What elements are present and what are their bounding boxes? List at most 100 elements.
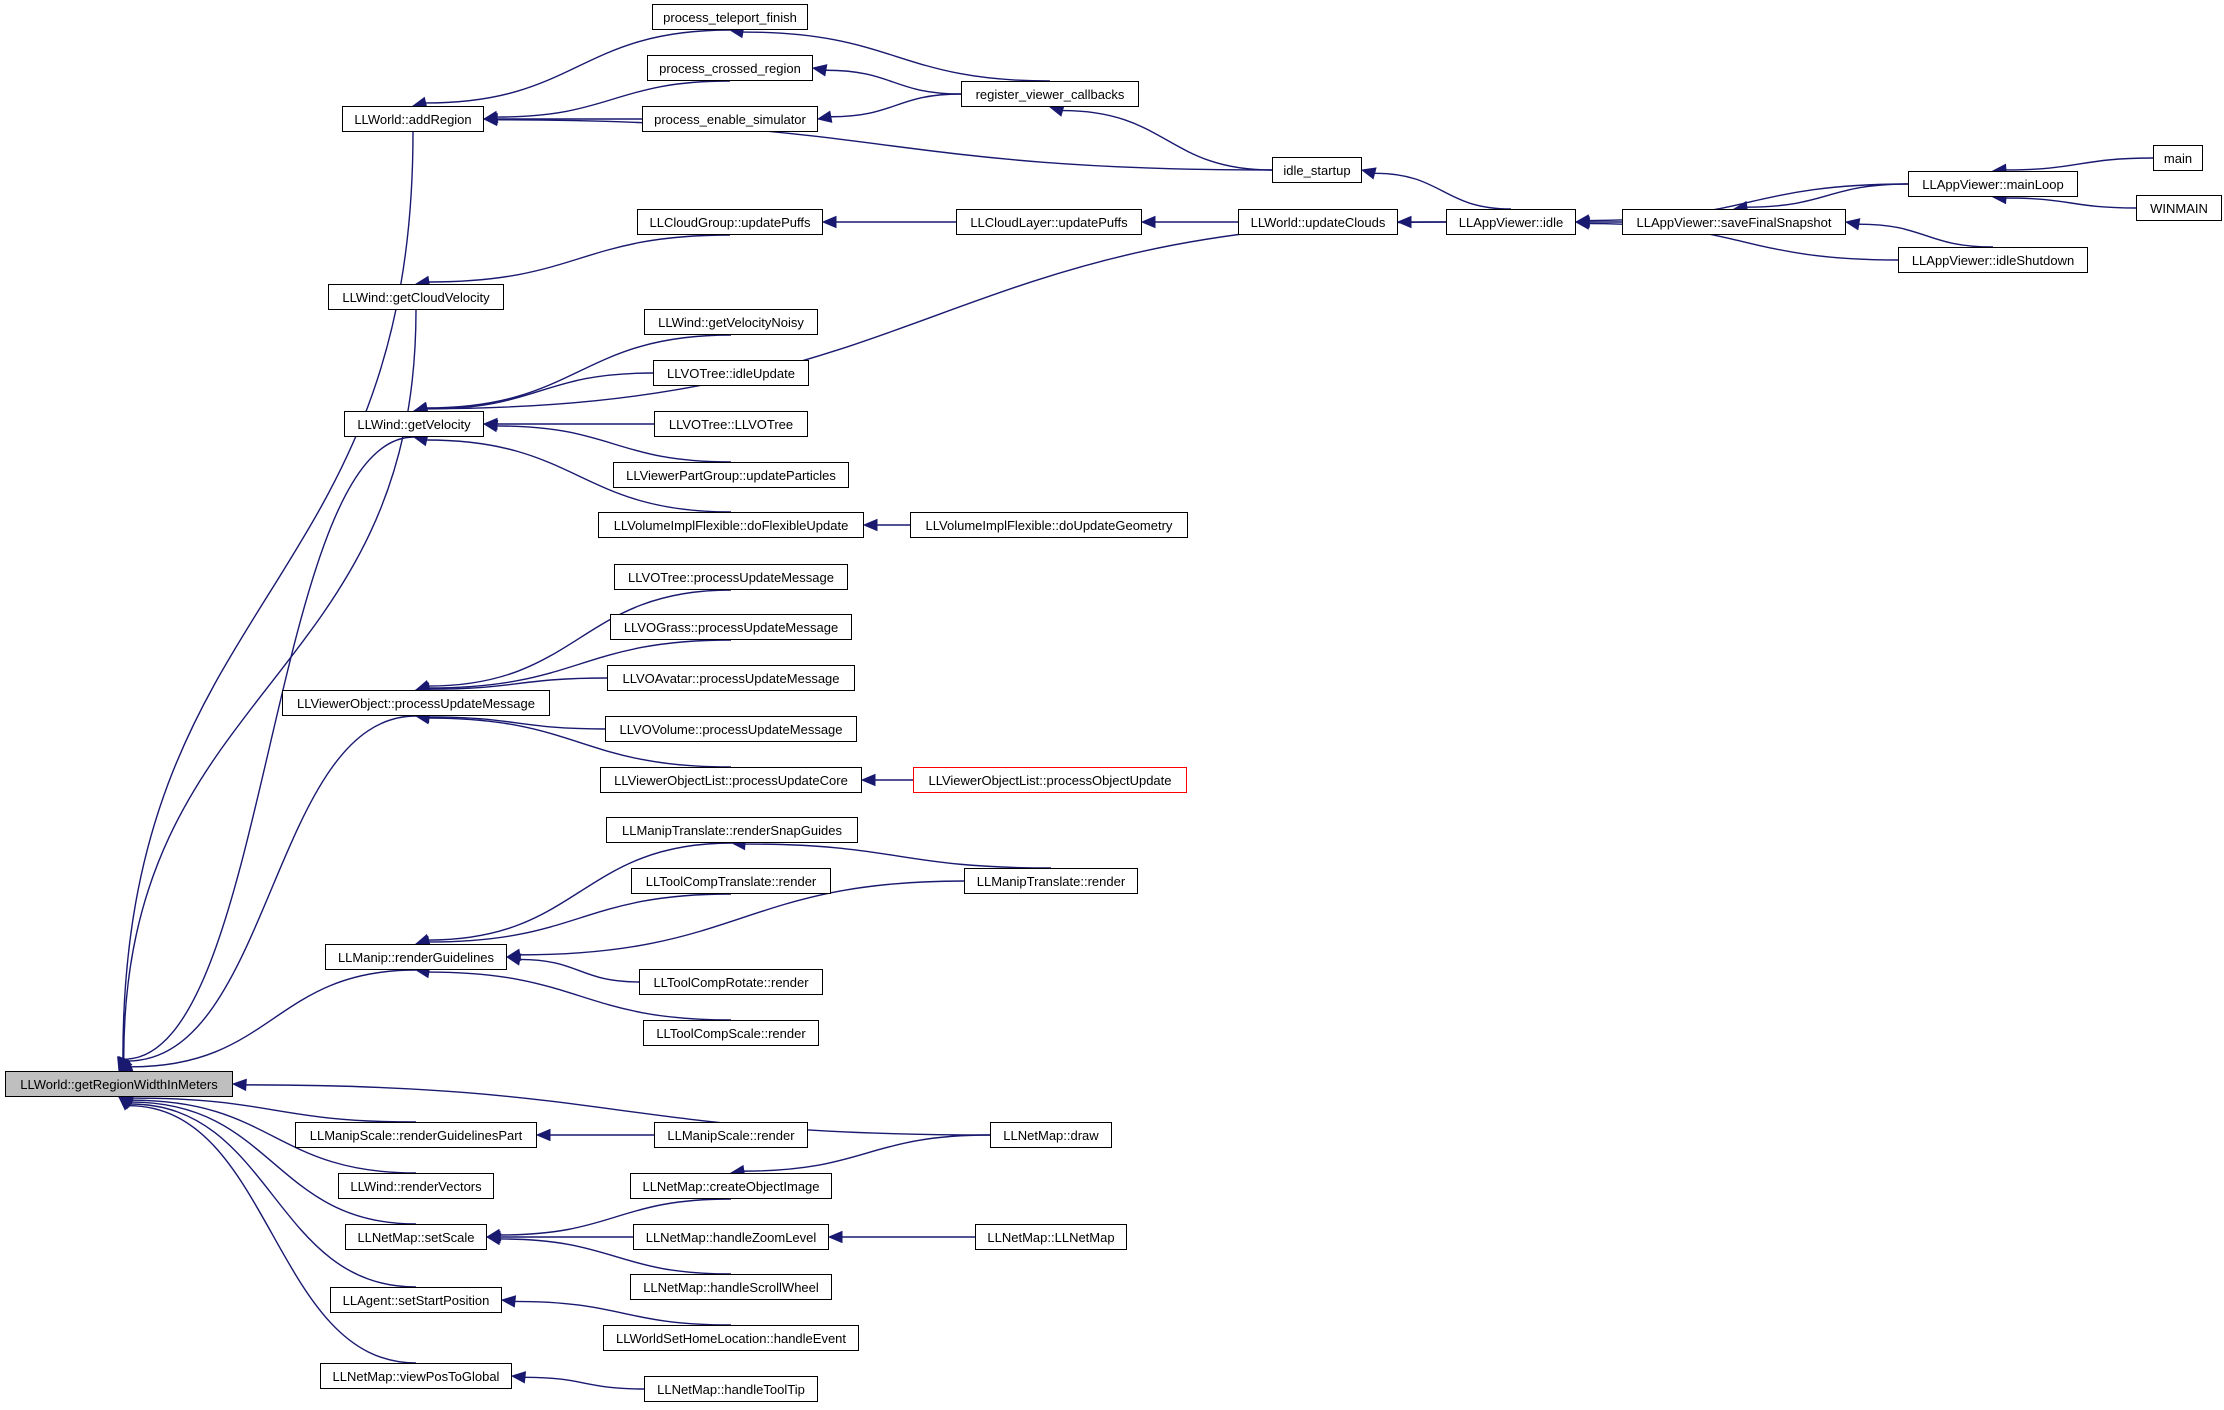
- node-llmanipscale-render[interactable]: LLManipScale::render: [654, 1122, 808, 1148]
- node-llworld-getregionwidthinmeters: LLWorld::getRegionWidthInMeters: [5, 1071, 233, 1097]
- node-llvolumeimplflexible-doflexibleupdate[interactable]: LLVolumeImplFlexible::doFlexibleUpdate: [598, 512, 864, 538]
- node-main[interactable]: main: [2153, 145, 2203, 171]
- node-llappviewer-mainloop[interactable]: LLAppViewer::mainLoop: [1908, 171, 2078, 197]
- node-llviewerobjectlist-processupdatecore[interactable]: LLViewerObjectList::processUpdateCore: [600, 767, 862, 793]
- edge-llviewerpartgroup_updateparticles-to-llwind_getvelocity: [496, 425, 732, 463]
- edge-llvovolume_processupdatemessage-to-llviewerobject_processupdatemessage: [428, 716, 606, 730]
- edge-llnetmap_createobjectimage-to-llnetmap_setscale: [499, 1198, 732, 1236]
- node-llvotree-llvotree[interactable]: LLVOTree::LLVOTree: [654, 411, 808, 437]
- arrowhead-llviewerobjectlist_processobjectupdate-to-llviewerobjectlist_processupdatecore: [860, 773, 876, 787]
- node-llnetmap-llnetmap[interactable]: LLNetMap::LLNetMap: [975, 1224, 1127, 1250]
- node-llnetmap-viewpostoglobal[interactable]: LLNetMap::viewPosToGlobal: [320, 1363, 512, 1389]
- edge-llmanipscale_renderguidelinespart-to-root: [131, 1097, 417, 1123]
- node-llnetmap-handlezoomlevel[interactable]: LLNetMap::handleZoomLevel: [633, 1224, 829, 1250]
- edge-idle_startup-to-register_viewer_callbacks: [1062, 109, 1273, 171]
- edge-llnetmap_draw-to-llnetmap_createobjectimage: [743, 1134, 991, 1172]
- arrowhead-llmanipscale_render-to-llmanipscale_renderguidelinespart: [535, 1128, 551, 1142]
- node-llwind-getvelocity[interactable]: LLWind::getVelocity: [344, 411, 484, 437]
- node-llworld-updateclouds[interactable]: LLWorld::updateClouds: [1238, 209, 1398, 235]
- node-llagent-setstartposition[interactable]: LLAgent::setStartPosition: [330, 1287, 502, 1313]
- edge-lltoolcomptranslate_render-to-llmanip_renderguidelines: [428, 893, 732, 943]
- arrowhead-idle_startup-to-llworld_addregion: [482, 113, 498, 127]
- node-process-enable-simulator[interactable]: process_enable_simulator: [642, 106, 818, 132]
- node-llvovolume-processupdatemessage[interactable]: LLVOVolume::processUpdateMessage: [605, 716, 857, 742]
- edge-llmanip_renderguidelines-to-root: [131, 969, 417, 1068]
- node-lltoolcompscale-render[interactable]: LLToolCompScale::render: [643, 1020, 819, 1046]
- edge-llvoavatar_processupdatemessage-to-llviewerobject_processupdatemessage: [428, 677, 608, 690]
- edge-process_crossed_region-to-llworld_addregion: [496, 80, 731, 118]
- node-llnetmap-createobjectimage[interactable]: LLNetMap::createObjectImage: [630, 1173, 832, 1199]
- edge-lltoolcomprotate_render-to-llmanip_renderguidelines: [519, 958, 640, 983]
- arrowhead-lltoolcomprotate_render-to-llmanip_renderguidelines: [505, 953, 522, 966]
- node-llappviewer-idle[interactable]: LLAppViewer::idle: [1446, 209, 1576, 235]
- edge-llmaniptranslate_rendersnapguides-to-llmanip_renderguidelines: [428, 842, 733, 941]
- edge-llnetmap_viewpostoglobal-to-root: [128, 1104, 417, 1364]
- edge-llappviewer_idle-to-idle_startup: [1374, 172, 1512, 210]
- edge-llvotree_idleupdate-to-llwind_getvelocity: [426, 372, 654, 410]
- node-llwind-rendervectors[interactable]: LLWind::renderVectors: [338, 1173, 494, 1199]
- arrowhead-llnetmap_handletooltip-to-llnetmap_viewpostoglobal: [510, 1371, 527, 1384]
- node-llnetmap-draw[interactable]: LLNetMap::draw: [990, 1122, 1112, 1148]
- edge-llnetmap_handlescrollwheel-to-llnetmap_setscale: [499, 1238, 732, 1275]
- edge-llvotree_processupdatemessage-to-llviewerobject_processupdatemessage: [428, 589, 732, 687]
- edge-llappviewer_idleshutdown-to-llappviewer_savefinalsnapshot: [1858, 223, 1994, 248]
- node-llappviewer-idleshutdown[interactable]: LLAppViewer::idleShutdown: [1898, 247, 2088, 273]
- edge-main-to-llappviewer_mainloop: [2005, 157, 2154, 171]
- arrowhead-llviewerpartgroup_updateparticles-to-llwind_getvelocity: [482, 419, 499, 433]
- edge-process_teleport_finish-to-llworld_addregion: [425, 29, 731, 104]
- edge-llwind_rendervectors-to-root: [131, 1099, 417, 1174]
- edge-llnetmap_draw-to-root: [245, 1084, 991, 1136]
- arrowhead-llworldsethomelocation_handleevent-to-llagent_setstartposition: [500, 1295, 517, 1308]
- node-lltoolcomptranslate-render[interactable]: LLToolCompTranslate::render: [631, 868, 831, 894]
- edge-llappviewer_mainloop-to-llappviewer_savefinalsnapshot: [1746, 183, 1909, 208]
- edge-llworld_addregion-to-root: [122, 131, 414, 1059]
- arrowhead-llappviewer_idleshutdown-to-llappviewer_idle: [1574, 217, 1591, 230]
- node-llviewerobjectlist-processobjectupdate[interactable]: LLViewerObjectList::processObjectUpdate: [913, 767, 1187, 793]
- edge-llwind_getvelocitynoisy-to-llwind_getvelocity: [426, 334, 732, 409]
- edge-llwind_getcloudvelocity-to-root: [123, 309, 417, 1059]
- node-llmanipscale-renderguidelinespart[interactable]: LLManipScale::renderGuidelinesPart: [295, 1122, 537, 1148]
- edge-register_viewer_callbacks-to-process_enable_simulator: [830, 93, 962, 118]
- node-llwind-getcloudvelocity[interactable]: LLWind::getCloudVelocity: [328, 284, 504, 310]
- node-llcloudlayer-updatepuffs[interactable]: LLCloudLayer::updatePuffs: [956, 209, 1142, 235]
- node-llviewerpartgroup-updateparticles[interactable]: LLViewerPartGroup::updateParticles: [613, 462, 849, 488]
- node-winmain[interactable]: WINMAIN: [2136, 195, 2222, 221]
- node-llworldsethomelocation-handleevent[interactable]: LLWorldSetHomeLocation::handleEvent: [603, 1325, 859, 1351]
- node-llvotree-processupdatemessage[interactable]: LLVOTree::processUpdateMessage: [614, 564, 848, 590]
- edge-winmain-to-llappviewer_mainloop: [2005, 197, 2137, 209]
- node-llmaniptranslate-render[interactable]: LLManipTranslate::render: [964, 868, 1138, 894]
- edge-llwind_getvelocity-to-root: [124, 436, 415, 1060]
- arrowhead-register_viewer_callbacks-to-process_enable_simulator: [816, 110, 833, 123]
- node-llvograss-processupdatemessage[interactable]: LLVOGrass::processUpdateMessage: [610, 614, 852, 640]
- node-llwind-getvelocitynoisy[interactable]: LLWind::getVelocityNoisy: [644, 309, 818, 335]
- node-llmaniptranslate-rendersnapguides[interactable]: LLManipTranslate::renderSnapGuides: [606, 817, 858, 843]
- node-llworld-addregion[interactable]: LLWorld::addRegion: [342, 106, 484, 132]
- node-llnetmap-setscale[interactable]: LLNetMap::setScale: [345, 1224, 487, 1250]
- edge-llvolumeimplflexible_doflexibleupdate-to-llwind_getvelocity: [426, 439, 732, 513]
- arrowhead-register_viewer_callbacks-to-process_crossed_region: [811, 64, 828, 77]
- node-llvolumeimplflexible-doupdategeometry[interactable]: LLVolumeImplFlexible::doUpdateGeometry: [910, 512, 1188, 538]
- node-process-teleport-finish[interactable]: process_teleport_finish: [652, 4, 808, 30]
- node-register-viewer-callbacks[interactable]: register_viewer_callbacks: [961, 81, 1139, 107]
- arrowhead-llappviewer_idle-to-idle_startup: [1360, 167, 1377, 180]
- arrowhead-llnetmap_handlescrollwheel-to-llnetmap_setscale: [485, 1232, 502, 1246]
- node-llmanip-renderguidelines[interactable]: LLManip::renderGuidelines: [325, 944, 507, 970]
- node-llappviewer-savefinalsnapshot[interactable]: LLAppViewer::saveFinalSnapshot: [1622, 209, 1846, 235]
- edge-llappviewer_idle-to-llwind_getvelocity: [426, 221, 1447, 410]
- node-process-crossed-region[interactable]: process_crossed_region: [647, 55, 813, 81]
- node-llnetmap-handlescrollwheel[interactable]: LLNetMap::handleScrollWheel: [630, 1274, 832, 1300]
- arrowhead-llworld_updateclouds-to-llcloudlayer_updatepuffs: [1140, 215, 1156, 229]
- node-lltoolcomprotate-render[interactable]: LLToolCompRotate::render: [639, 969, 823, 995]
- arrowhead-llvolumeimplflexible_doupdategeometry-to-llvolumeimplflexible_doflexibleupdate: [862, 518, 878, 532]
- node-llvotree-idleupdate[interactable]: LLVOTree::idleUpdate: [653, 360, 809, 386]
- edge-llnetmap_setscale-to-root: [130, 1101, 417, 1225]
- arrowhead-llnetmap_llnetmap-to-llnetmap_handlezoomlevel: [827, 1230, 843, 1244]
- node-llnetmap-handletooltip[interactable]: LLNetMap::handleToolTip: [644, 1376, 818, 1402]
- node-llvoavatar-processupdatemessage[interactable]: LLVOAvatar::processUpdateMessage: [607, 665, 855, 691]
- node-llviewerobject-processupdatemessage[interactable]: LLViewerObject::processUpdateMessage: [282, 690, 550, 716]
- node-llcloudgroup-updatepuffs[interactable]: LLCloudGroup::updatePuffs: [637, 209, 823, 235]
- node-idle-startup[interactable]: idle_startup: [1272, 157, 1362, 183]
- arrowhead-llnetmap_viewpostoglobal-to-root: [118, 1096, 134, 1111]
- edge-idle_startup-to-llworld_addregion: [496, 119, 1273, 171]
